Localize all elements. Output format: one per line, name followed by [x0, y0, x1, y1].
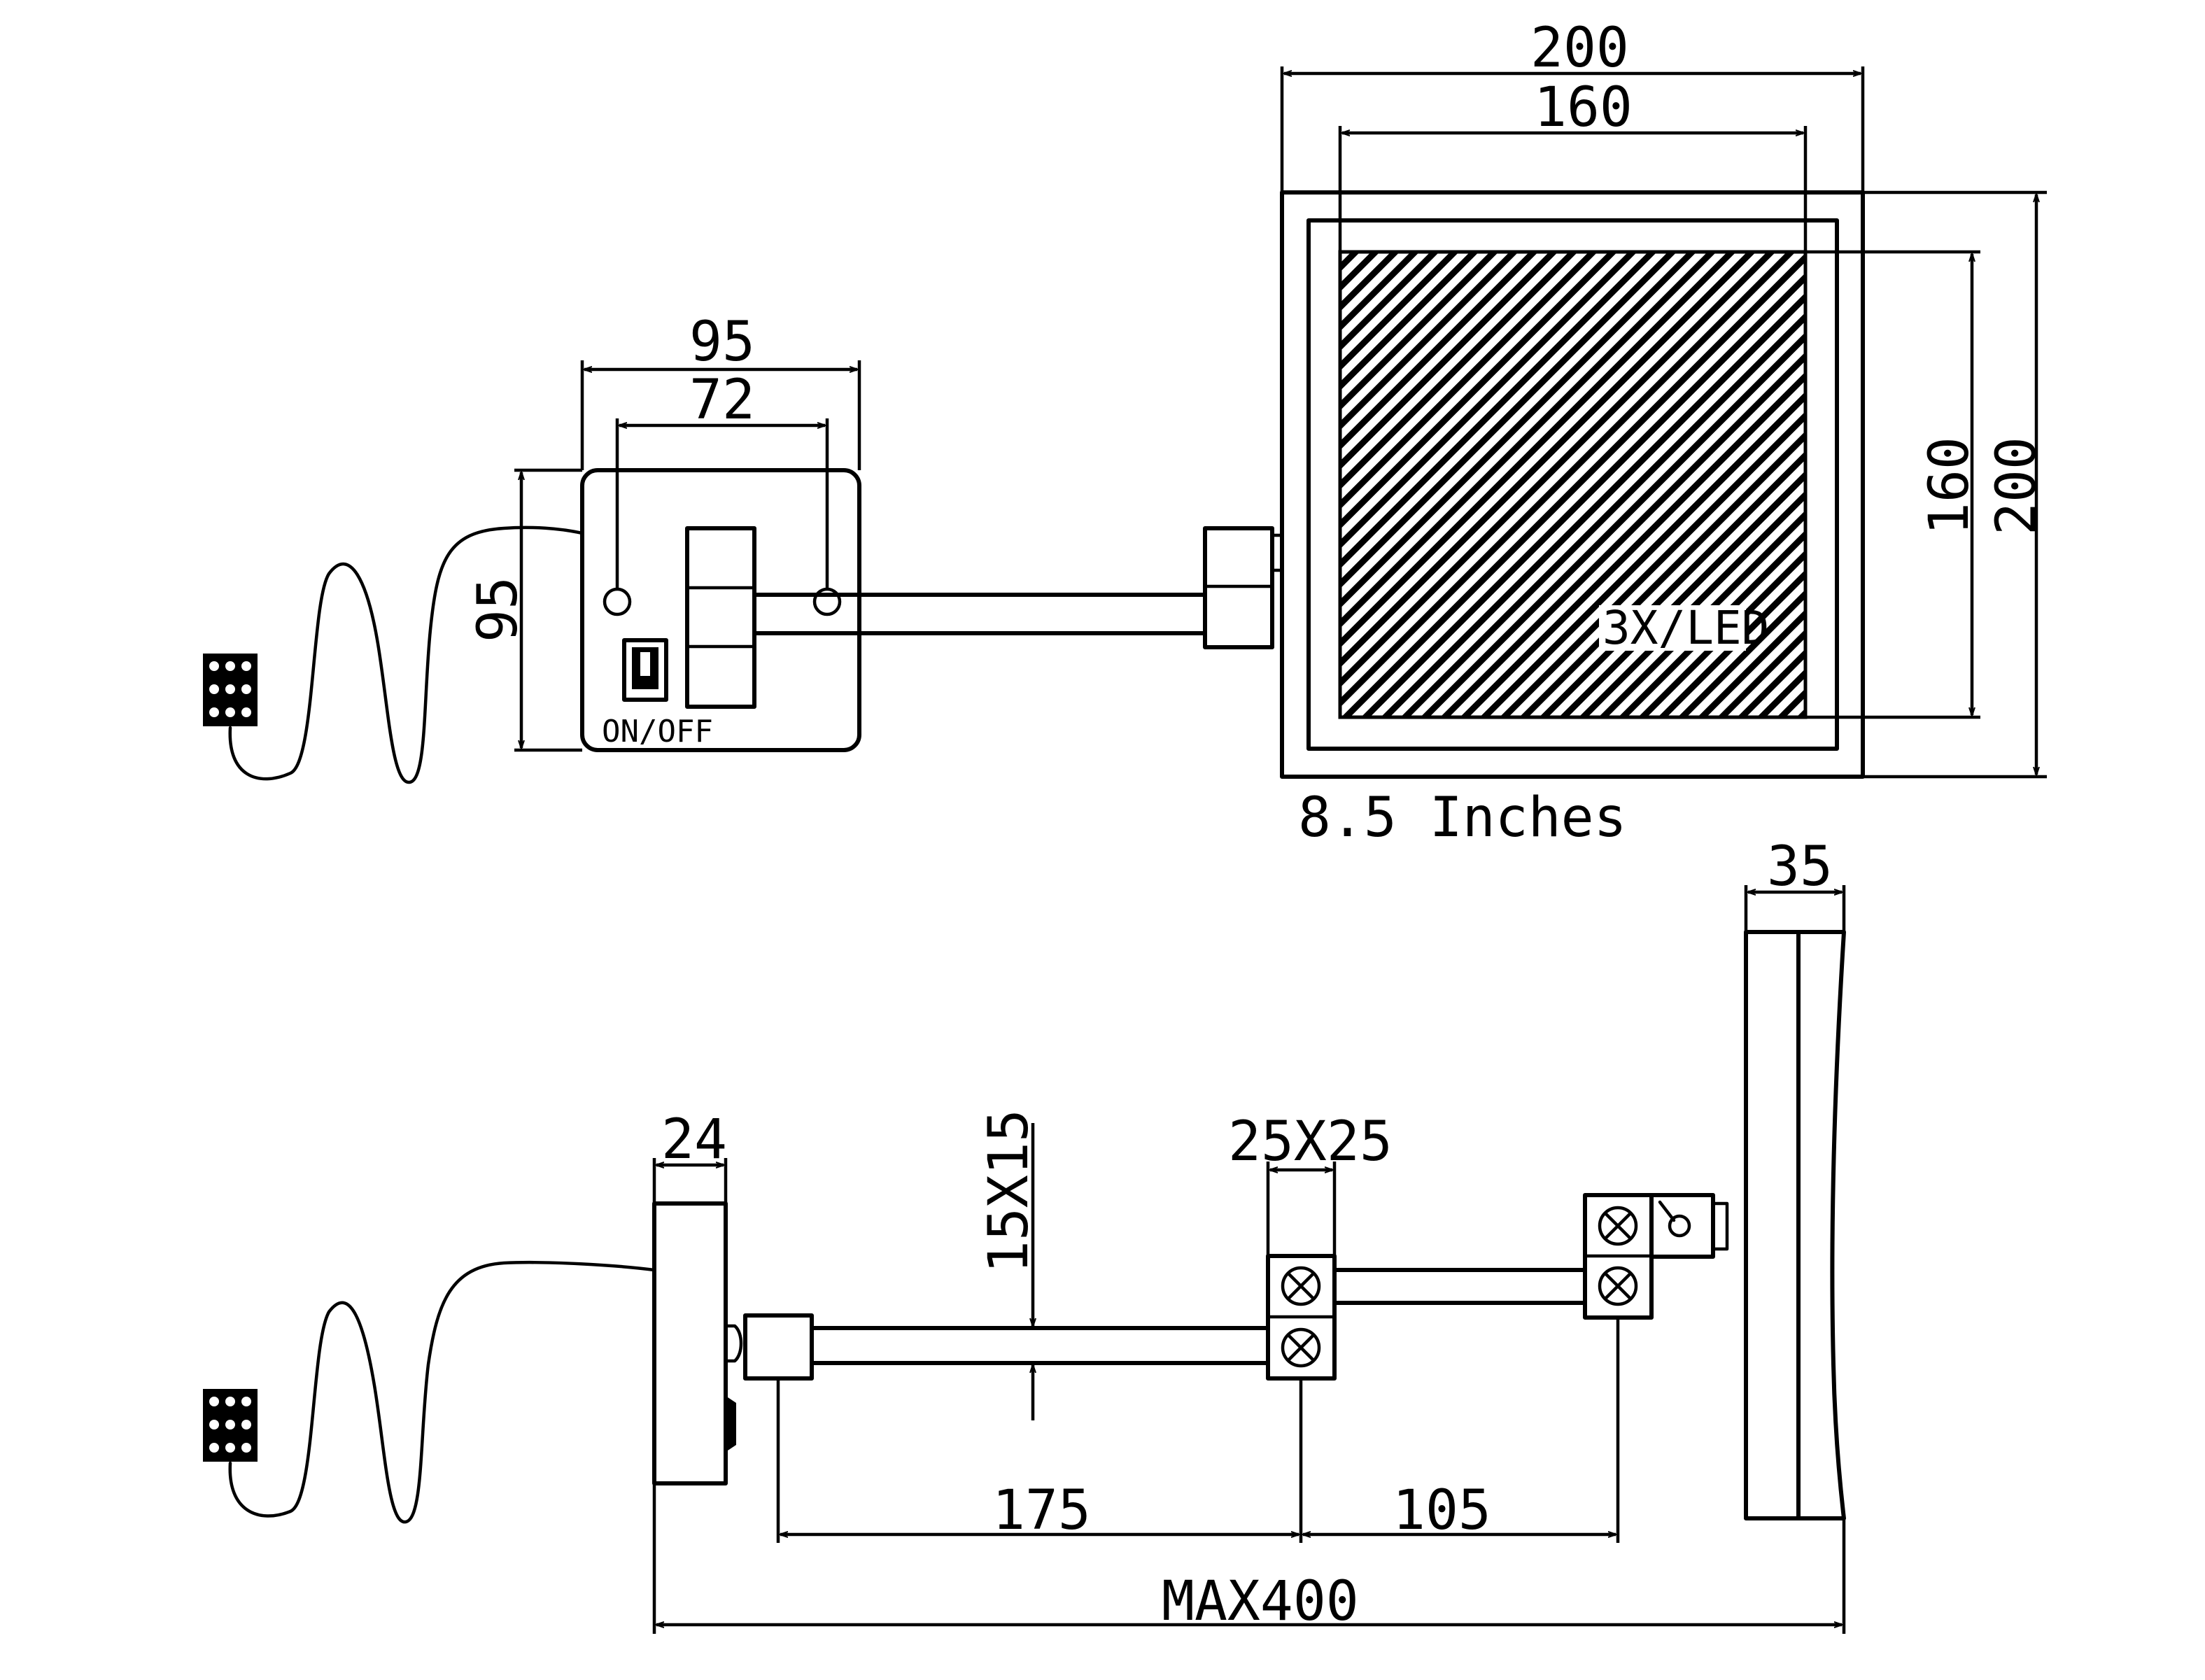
power-cable-icon [228, 525, 584, 784]
rocker-switch-icon[interactable] [726, 1396, 736, 1452]
arm-section-label: 15X15 [978, 1109, 1041, 1273]
arm1-length-label: 175 [992, 1479, 1091, 1542]
top-view: ON/OFF 3X/LED 95 72 95 [203, 17, 2048, 849]
mount-hinge-block [685, 526, 756, 709]
arm2-length-label: 105 [1393, 1479, 1491, 1542]
mount-width-outer-label: 95 [689, 311, 755, 374]
mirror-height-outer-label: 200 [1985, 437, 2048, 535]
arm1-base-joint [743, 1313, 814, 1381]
power-plug-icon [203, 654, 258, 726]
max-extension-label: MAX400 [1162, 1570, 1359, 1633]
size-caption: 8.5 Inches [1298, 786, 1627, 849]
base-depth-label: 24 [661, 1108, 727, 1171]
mirror-outer-frame [1280, 190, 1865, 779]
mirror-inner-frame [1306, 218, 1839, 751]
wall-mount-plate [580, 468, 861, 752]
wall-base-plate [652, 1201, 728, 1485]
power-cable-icon [228, 1260, 656, 1524]
hinge-screw-icon [1281, 1327, 1321, 1368]
mount-screw-left [603, 587, 632, 616]
mirror-width-outer-label: 200 [1530, 17, 1629, 80]
mount-width-inner-label: 72 [689, 369, 755, 432]
joint-size-label: 25X25 [1228, 1110, 1393, 1173]
rocker-switch-icon[interactable] [622, 638, 668, 702]
hinge-screw-icon [1598, 1266, 1638, 1306]
frame-depth-label: 35 [1767, 835, 1833, 898]
side-view: 35 24 15X15 25X25 175 105 MAX400 [203, 835, 1846, 1634]
mirror-width-inner-label: 160 [1534, 76, 1633, 139]
switch-label: ON/OFF [602, 714, 713, 749]
mount-height-label: 95 [467, 577, 530, 642]
mirror-height-inner-label: 160 [1918, 437, 1981, 535]
mirror-label: 3X/LED [1602, 601, 1769, 655]
mirror-side-profile [1744, 930, 1846, 1520]
hinge-screw-icon [1598, 1206, 1638, 1246]
power-plug-icon [203, 1389, 258, 1462]
hinge-screw-icon [1281, 1266, 1321, 1306]
